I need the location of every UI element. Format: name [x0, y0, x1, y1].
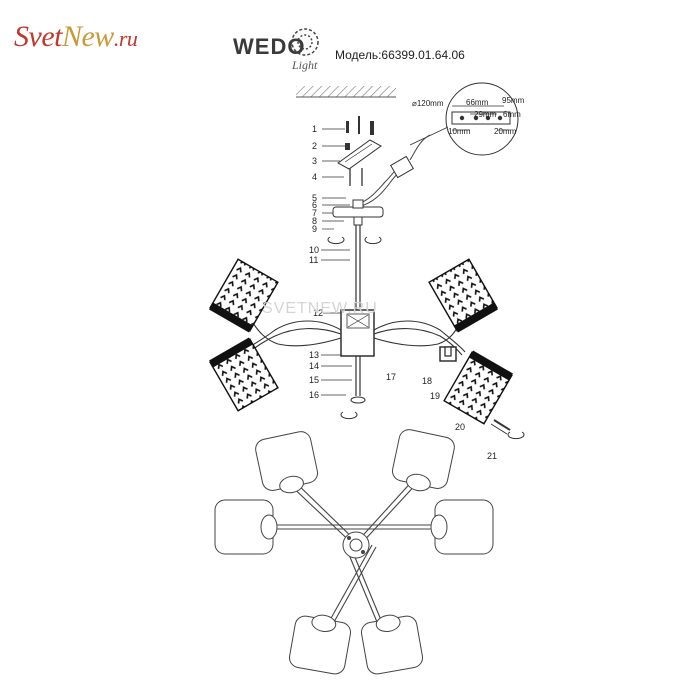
part-label-19: 19 — [430, 391, 440, 401]
dim-20: 20mm — [494, 127, 517, 136]
part-label-13: 13 — [309, 350, 319, 360]
part-label-7: 7 — [312, 208, 317, 218]
lamp-shade-icon — [209, 258, 513, 425]
part-label-9: 9 — [312, 224, 317, 234]
site-logo[interactable]: SvetNew.ru — [14, 20, 138, 54]
wire-connector-icon — [355, 134, 431, 208]
top-view — [214, 429, 494, 675]
part-label-2: 2 — [312, 141, 317, 151]
part-label-5: 5 — [312, 193, 317, 203]
dim-66: 66mm — [466, 98, 489, 107]
brand-swirl-icon — [291, 28, 319, 56]
dim-10: 10mm — [448, 127, 471, 136]
part-label-1: 1 — [312, 124, 317, 134]
part-label-3: 3 — [312, 156, 317, 166]
part-label-20: 20 — [455, 422, 465, 432]
part-label-8: 8 — [312, 216, 317, 226]
dim-29: 29mm — [474, 110, 497, 119]
part-label-21: 21 — [487, 451, 497, 461]
screw-icon — [345, 116, 374, 186]
part-label-10: 10 — [309, 245, 319, 255]
part-label-15: 15 — [309, 375, 319, 385]
site-logo-part3: .ru — [113, 26, 138, 51]
part-label-14: 14 — [309, 361, 319, 371]
dim-6: 6mm — [503, 110, 521, 119]
part-label-16: 16 — [309, 390, 319, 400]
rotation-arrow-icon — [327, 236, 525, 440]
ceiling-hatch-icon — [296, 86, 396, 98]
part-label-12: 12 — [313, 308, 323, 318]
site-logo-part2: New — [61, 20, 114, 53]
part-label-11: 11 — [309, 255, 318, 265]
site-logo-part1: Svet — [14, 20, 62, 53]
small-bulb-part — [490, 419, 511, 435]
mounting-plate-icon — [337, 139, 382, 170]
part-labels: 1 2 3 4 5 6 7 8 9 10 11 12 13 14 15 16 1… — [309, 124, 497, 461]
canopy — [332, 199, 384, 226]
watermark: SVETNEW.RU — [262, 300, 378, 317]
dim-diameter: ⌀120mm — [412, 99, 444, 108]
bulb-icon — [439, 346, 457, 362]
dimension-detail: ⌀120mm 66mm 95mm 29mm 6mm 10mm 20mm — [409, 82, 525, 156]
model-label: Модель:66399.01.64.06 — [335, 48, 465, 62]
dim-95: 95mm — [502, 96, 525, 105]
central-body — [340, 309, 375, 404]
part-label-4: 4 — [312, 172, 317, 182]
part-label-17: 17 — [386, 372, 396, 382]
part-label-6: 6 — [312, 200, 317, 210]
fixture-rod — [355, 225, 361, 312]
part-label-18: 18 — [422, 376, 432, 386]
brand-logo-sub: Light — [292, 58, 318, 72]
